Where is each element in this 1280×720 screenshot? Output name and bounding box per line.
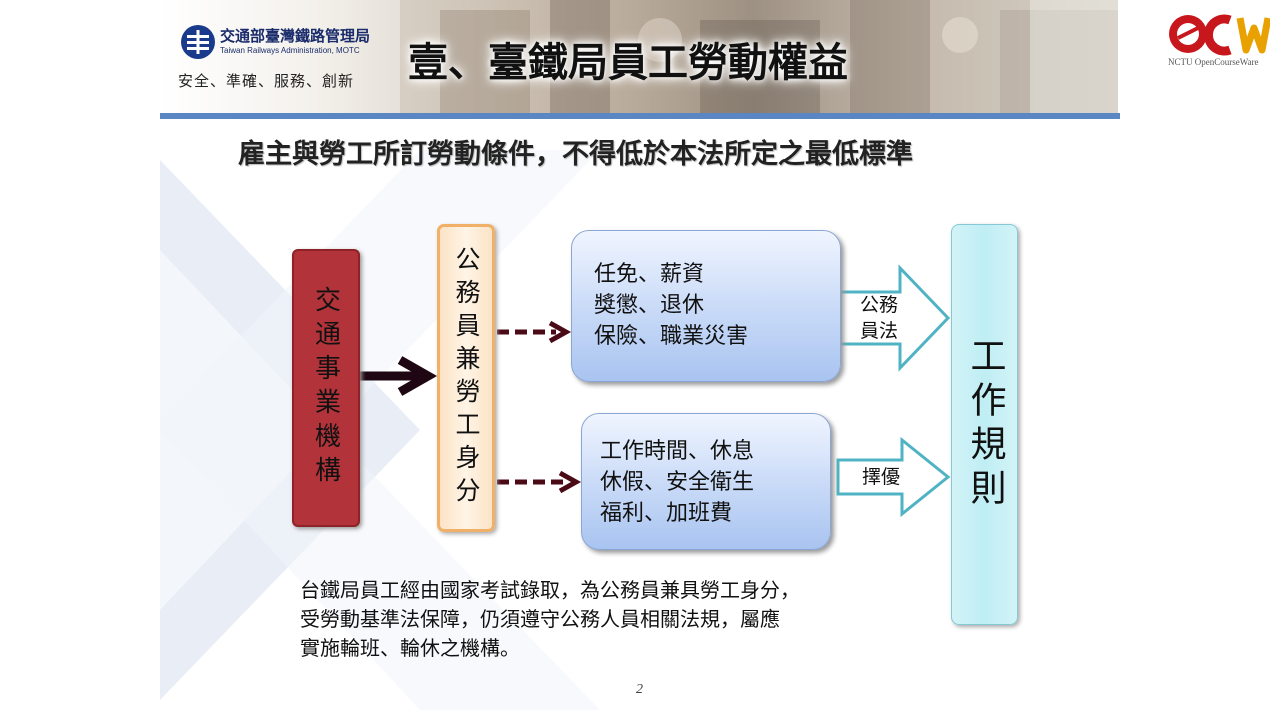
org-motto: 安全、準確、服務、創新 [178,72,355,90]
civil-servant-law-line: 任免、薪資 [594,262,705,287]
header-photo [400,0,1118,113]
arrow-top-box-to-rules [838,264,951,372]
arrow-status-to-bottom-box [497,470,582,494]
arrow-transport-to-status [360,356,438,396]
page-title: 壹、臺鐵局員工勞動權益 [408,39,848,86]
transport-org-box: 交通事業機構 [292,249,360,527]
labor-conditions-line: 工作時間、休息 [600,439,755,464]
labor-conditions-line: 休假、安全衛生 [600,470,755,495]
civil-servant-law-line: 保險、職業災害 [594,324,749,349]
labor-conditions-box: 工作時間、休息 休假、安全衛生 福利、加班費 [581,413,831,550]
civil-servant-status-box: 公務員兼勞工身分 [437,224,495,532]
header-banner [160,0,1118,113]
transport-org-label: 交通事業機構 [310,286,341,490]
arrow-top-label: 公務 員法 [860,292,898,344]
work-rules-box: 工作規則 [951,224,1018,625]
labor-conditions-line: 福利、加班費 [600,501,733,526]
tra-logo-icon [181,25,215,59]
ocw-logo-icon [1169,14,1270,56]
header-divider [160,113,1120,119]
civil-servant-law-line: 獎懲、退休 [594,293,705,318]
arrow-top-label-line: 公務 [860,294,899,316]
page-number: 2 [636,682,643,697]
arrow-bottom-box-to-rules [836,436,951,518]
note-line: 台鐵局員工經由國家考試錄取，為公務員兼具勞工身分， [300,578,800,602]
civil-servant-law-box: 任免、薪資 獎懲、退休 保險、職業災害 [571,230,841,382]
arrow-top-label-line: 員法 [860,320,899,342]
arrow-status-to-top-box [497,320,572,344]
slide-subtitle: 雇主與勞工所訂勞動條件，不得低於本法所定之最低標準 [238,139,913,170]
explanation-note: 台鐵局員工經由國家考試錄取，為公務員兼具勞工身分， 受勞動基準法保障，仍須遵守公… [300,576,800,663]
ocw-logo-text: NCTU OpenCourseWare [1168,57,1259,67]
note-line: 實施輪班、輪休之機構。 [300,636,520,660]
civil-servant-status-label: 公務員兼勞工身分 [452,246,481,510]
note-line: 受勞動基準法保障，仍須遵守公務人員相關法規，屬應 [300,607,780,631]
org-name: 交通部臺灣鐵路管理局 [220,27,371,45]
work-rules-label: 工作規則 [964,336,1006,513]
arrow-bottom-label: 擇優 [862,466,901,488]
org-name-en: Taiwan Railways Administration, MOTC [220,46,360,55]
